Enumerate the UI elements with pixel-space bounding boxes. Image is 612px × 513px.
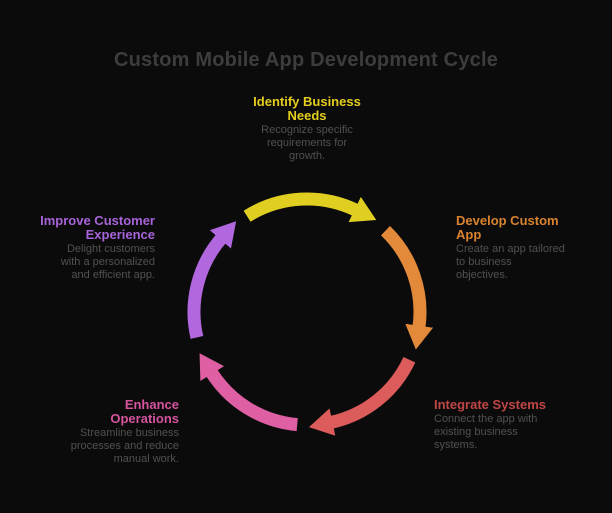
stage-identify-business-needs-label: Identify Business Needs: [253, 94, 361, 123]
stage-improve-customer-experience: Improve Customer Experience Delight cust…: [0, 214, 155, 282]
stage-enhance-operations-description: Streamline business processes and reduce…: [70, 427, 179, 465]
stage-integrate-systems: Integrate Systems Connect the app with e…: [434, 398, 584, 452]
cycle-arc-improve-customer-experience: [187, 221, 237, 339]
stage-identify-business-needs: Identify Business Needs Recognize specif…: [237, 95, 377, 163]
cycle-arc-enhance-operations: [199, 353, 298, 432]
stage-develop-custom-app-description: Create an app tailored to business objec…: [456, 243, 565, 281]
stage-enhance-operations-label: Enhance Operations: [110, 397, 179, 426]
stage-integrate-systems-description: Connect the app with existing business s…: [434, 413, 538, 451]
stage-develop-custom-app-label: Develop Custom App: [456, 213, 559, 242]
stage-improve-customer-experience-description: Delight customers with a personalized an…: [60, 243, 155, 281]
stage-improve-customer-experience-label: Improve Customer Experience: [40, 213, 155, 242]
cycle-arc-identify-business-needs: [243, 192, 377, 223]
stage-enhance-operations: Enhance Operations Streamline business p…: [9, 398, 179, 466]
stage-identify-business-needs-description: Recognize specific requirements for grow…: [261, 124, 353, 162]
page-title: Custom Mobile App Development Cycle: [113, 49, 499, 71]
stage-develop-custom-app: Develop Custom App Create an app tailore…: [456, 214, 596, 282]
stage-integrate-systems-label: Integrate Systems: [434, 397, 546, 412]
cycle-arc-integrate-systems: [308, 356, 416, 436]
cycle-arc-develop-custom-app: [380, 226, 434, 350]
